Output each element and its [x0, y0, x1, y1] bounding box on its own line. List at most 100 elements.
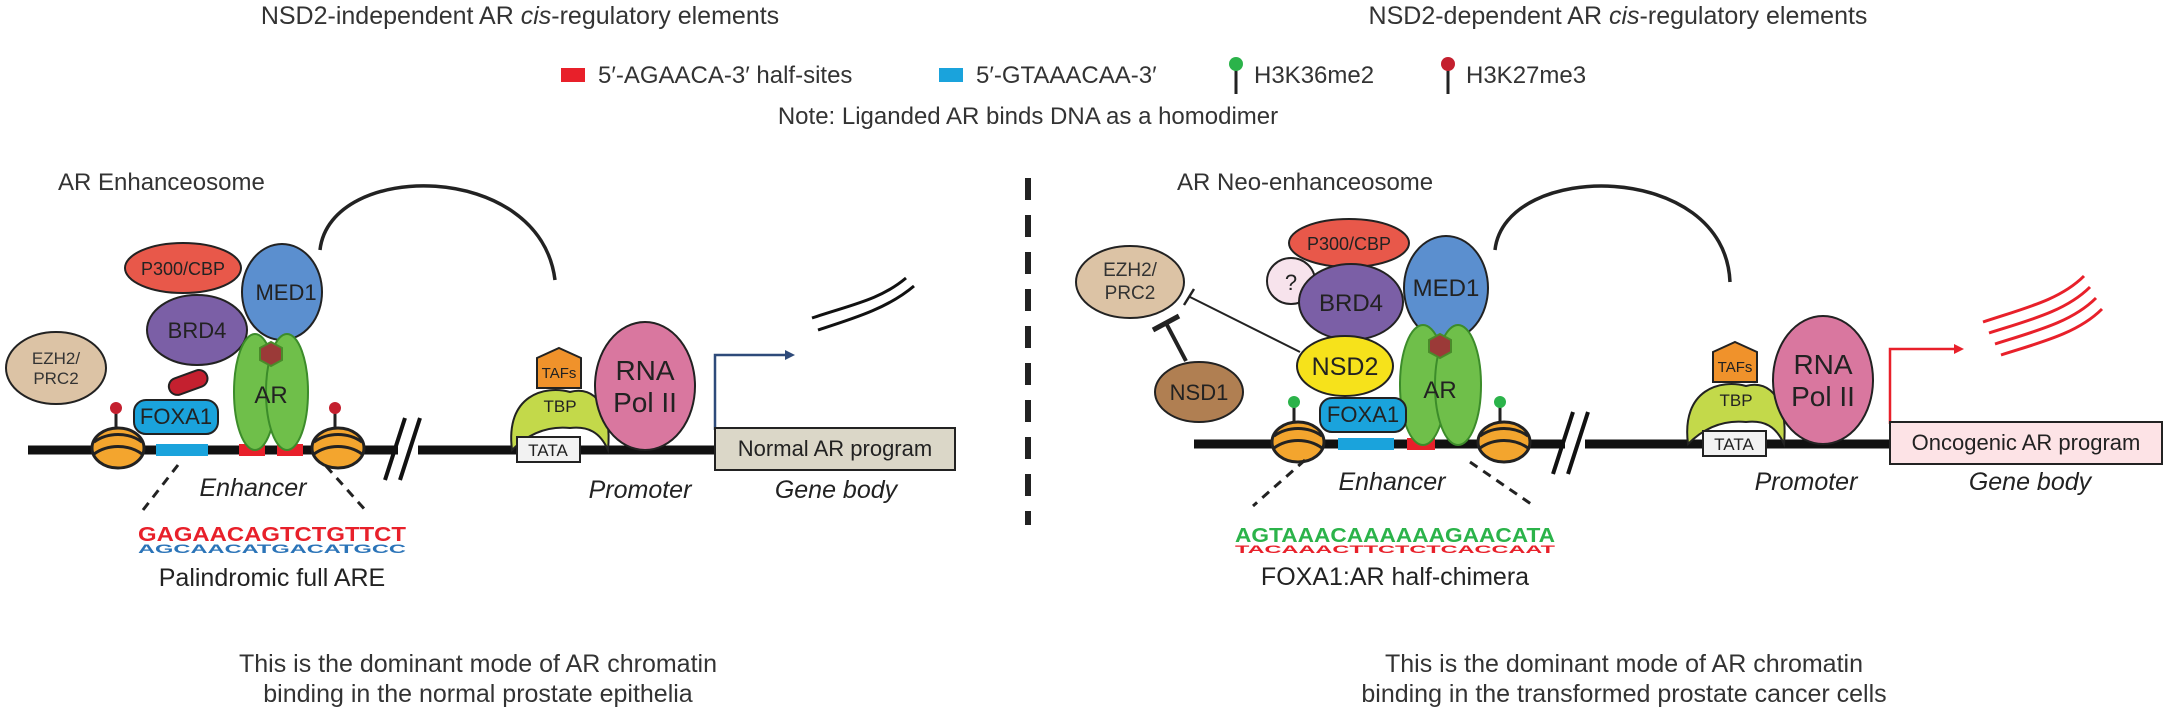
right-panel-title: NSD2-dependent AR cis-regulatory element…	[1369, 2, 1868, 30]
left-program-label: Normal AR program	[738, 436, 932, 461]
left-motif-logo: GAGAACAGTCTGTTCT AGCAACATGACATGCC	[138, 524, 407, 556]
right-motif-logo: AGTAAACAAAAAAGAACATA TACAAACTTCTCTCACCAA…	[1235, 525, 1556, 556]
left-p300-cbp	[124, 242, 242, 294]
left-ar-label: AR	[254, 382, 287, 409]
right-nsd1-label: NSD1	[1170, 380, 1229, 405]
right-gene-body-label: Gene body	[1969, 468, 2093, 496]
h3k27me3-legend-label: H3K27me3	[1466, 62, 1586, 89]
right-caption-line-1: This is the dominant mode of AR chromati…	[1385, 650, 1863, 678]
right-nsd2-inhibition-bar	[1182, 288, 1196, 306]
right-nsd1	[1154, 361, 1244, 423]
right-nsd1-inhibition-line	[1164, 322, 1188, 362]
right-ezh2-label-1: EZH2/	[1103, 260, 1158, 281]
right-foxa-site	[1338, 438, 1394, 450]
right-program-box	[1889, 421, 2163, 465]
right-tafs-label: TAFs	[1718, 359, 1753, 376]
legend: 5′-AGAACA-3′ half-sites 5′-GTAAACAA-3′ H…	[561, 57, 1586, 130]
right-motif-label: FOXA1:AR half-chimera	[1261, 563, 1529, 591]
left-tata-label: TATA	[528, 441, 568, 460]
left-tss-arrow	[713, 353, 790, 430]
right-nsd2-label: NSD2	[1312, 353, 1379, 381]
left-foxa-site	[156, 444, 208, 456]
foxa-motif-swatch	[939, 68, 963, 82]
left-promoter-label: Promoter	[589, 476, 693, 504]
half-site-swatch	[561, 68, 585, 82]
right-brd4-label: BRD4	[1319, 290, 1383, 317]
left-program-box	[714, 427, 956, 471]
right-foxa1-label: FOXA1	[1327, 402, 1399, 427]
right-med1-label: MED1	[1413, 275, 1480, 302]
right-enhancer-label: Enhancer	[1338, 468, 1447, 496]
left-ar-ligand	[259, 340, 283, 368]
right-chromatin-loop	[1493, 184, 1732, 283]
left-brd4	[146, 294, 248, 366]
right-neo-enhanceosome-title: AR Neo-enhanceosome	[1177, 169, 1433, 196]
legend-note: Note: Liganded AR binds DNA as a homodim…	[778, 103, 1278, 130]
right-h3k36me2-mark-2	[1494, 396, 1506, 422]
left-enhancer-label: Enhancer	[199, 474, 308, 502]
left-panel-title: NSD2-independent AR cis-regulatory eleme…	[261, 2, 779, 30]
right-promoter-label: Promoter	[1755, 468, 1859, 496]
left-pol2-label-1: RNA	[615, 355, 674, 386]
right-nucleosome-1	[1270, 420, 1326, 464]
left-tafs	[536, 346, 582, 389]
right-panel: AR Neo-enhanceosome EZH2/ PRC2 NSD1	[1075, 169, 2163, 708]
half-site-legend-label: 5′-AGAACA-3′ half-sites	[598, 62, 852, 89]
right-tss-arrow	[1888, 347, 1958, 424]
left-panel: AR Enhanceosome EZH2/ PRC2 MED1	[5, 169, 956, 708]
left-tafs-label: TAFs	[542, 365, 577, 382]
right-ar-label: AR	[1423, 377, 1456, 404]
right-ezh2-prc2	[1075, 245, 1185, 319]
left-tbp	[510, 389, 610, 454]
right-dna-break-1	[1551, 411, 1575, 475]
right-h3k36me2-mark-1	[1288, 396, 1300, 422]
right-ar-ligand	[1428, 332, 1452, 360]
right-ezh2-label-2: PRC2	[1105, 283, 1156, 304]
left-transcript-2	[817, 284, 915, 332]
left-dna-break-2	[398, 417, 422, 481]
right-pol2-label-2: Pol II	[1791, 381, 1855, 412]
h3k36me2-legend-label: H3K36me2	[1254, 62, 1374, 89]
left-linker-bar	[167, 369, 209, 396]
right-tata-box	[1702, 430, 1767, 457]
right-motif-logo-bottom: TACAAACTTCTCTCACCAAT	[1235, 544, 1556, 556]
foxa-motif-legend-label: 5′-GTAAACAA-3′	[976, 62, 1157, 89]
right-nsd2-inhibition-line	[1189, 296, 1301, 353]
right-tbp-label: TBP	[1719, 391, 1752, 410]
right-rna-pol2	[1772, 315, 1874, 445]
left-med1-label: MED1	[255, 280, 316, 305]
right-p300-label: P300/CBP	[1307, 234, 1391, 254]
left-nucleosome-2	[310, 426, 366, 470]
left-motif-logo-bottom: AGCAACATGACATGCC	[138, 542, 407, 556]
left-ezh2-label-1: EZH2/	[32, 349, 80, 368]
right-dna-break-2	[1566, 411, 1590, 475]
left-dna-break-1	[383, 417, 407, 481]
left-rna-pol2	[594, 321, 696, 451]
h3k36me2-legend-icon	[1229, 57, 1243, 94]
right-caption-line-2: binding in the transformed prostate canc…	[1361, 680, 1886, 708]
right-transcript-3	[1994, 296, 2098, 346]
right-pol2-label-1: RNA	[1793, 349, 1852, 380]
right-nsd2	[1296, 335, 1394, 397]
right-unknown-factor-label: ?	[1285, 270, 1297, 295]
right-transcript-2	[1988, 285, 2092, 335]
left-chromatin-loop	[318, 184, 557, 281]
left-zoom-line-2	[324, 465, 369, 513]
right-tafs	[1712, 340, 1758, 383]
left-enhanceosome-title: AR Enhanceosome	[58, 169, 265, 196]
left-h3k27me3-mark-1	[110, 402, 122, 428]
right-nucleosome-2	[1476, 420, 1532, 464]
right-zoom-line-1	[1252, 458, 1306, 508]
left-transcript-1	[811, 276, 907, 320]
left-pol2-label-2: Pol II	[613, 387, 677, 418]
left-p300-label: P300/CBP	[141, 259, 225, 279]
left-tata-box	[516, 436, 581, 463]
right-program-label: Oncogenic AR program	[1912, 430, 2141, 455]
left-ezh2-label-2: PRC2	[33, 369, 78, 388]
left-tbp-label: TBP	[543, 397, 576, 416]
left-nucleosome-1	[90, 426, 146, 470]
left-tss-arrowhead	[785, 350, 795, 360]
right-tss-arrowhead	[1954, 344, 1964, 354]
left-motif-logo-top: GAGAACAGTCTGTTCT	[138, 524, 406, 546]
